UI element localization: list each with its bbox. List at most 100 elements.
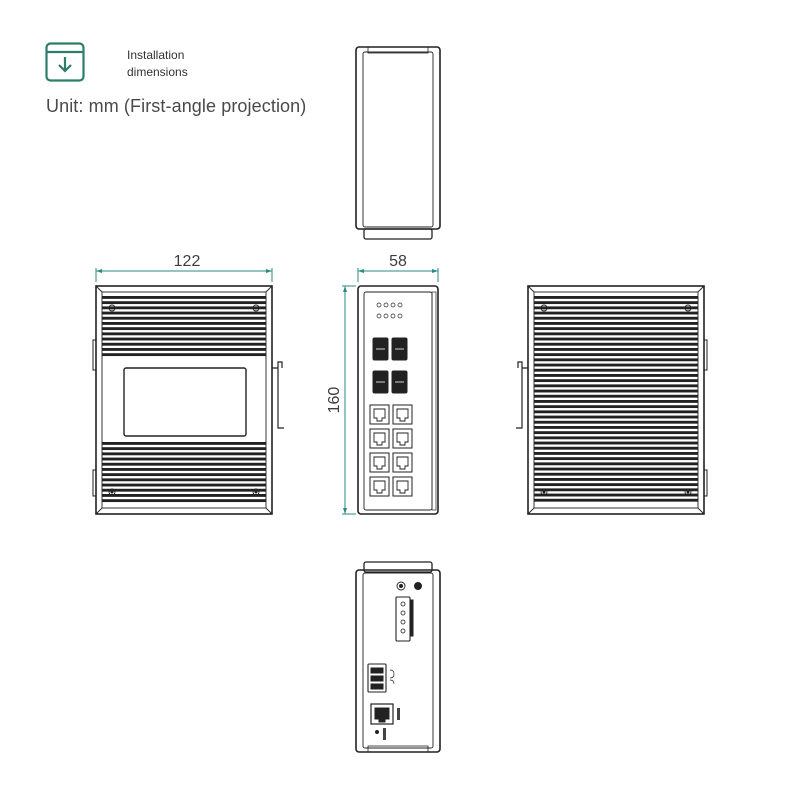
fin (534, 296, 698, 299)
fin (534, 457, 698, 461)
fin (102, 483, 266, 487)
fin (534, 436, 698, 440)
fin (102, 473, 266, 477)
fin (534, 400, 698, 403)
fin (534, 431, 698, 435)
console-port (370, 703, 400, 725)
height-value: 160 (326, 387, 343, 414)
fin (534, 301, 698, 305)
fin (102, 499, 266, 503)
fin (534, 332, 698, 336)
fin (102, 322, 266, 325)
depth-value: 58 (389, 253, 407, 270)
rj45-port (369, 404, 390, 425)
fin (534, 394, 698, 398)
sfp-port-slots (376, 348, 404, 383)
fin (102, 316, 266, 320)
fin (534, 316, 698, 320)
fin (534, 342, 698, 346)
fin (534, 368, 698, 372)
fin (534, 306, 698, 310)
fin (534, 327, 698, 331)
rj45-port (392, 452, 413, 473)
fin (102, 311, 266, 315)
fin (534, 483, 698, 487)
fin (534, 478, 698, 481)
right-side-view (516, 285, 708, 515)
fin (102, 457, 266, 461)
left-side-view (92, 285, 284, 515)
fin (102, 337, 266, 341)
page-title: Installation dimensions (127, 47, 227, 81)
din-rail-clip (272, 361, 284, 429)
fin (534, 498, 698, 502)
fin (534, 384, 698, 388)
label-area (123, 367, 247, 437)
fin (534, 493, 698, 497)
rj45-port (392, 428, 413, 449)
fin (102, 353, 266, 357)
front-view (357, 285, 439, 515)
fin (534, 426, 698, 429)
rj45-port (369, 428, 390, 449)
width-value: 122 (174, 253, 201, 270)
fin (534, 488, 698, 492)
fin (534, 472, 698, 476)
heat-sink-fins-full (534, 296, 698, 502)
fin (102, 468, 266, 471)
fin (534, 452, 698, 455)
reset-button (375, 728, 386, 740)
din-rail-clip-right (516, 361, 528, 429)
fin (534, 311, 698, 315)
fin (102, 478, 266, 482)
power-terminal-block (395, 596, 414, 642)
fin (102, 327, 266, 331)
sfp-ports (372, 337, 408, 394)
fin (102, 296, 266, 299)
fin (534, 462, 698, 466)
fin (534, 405, 698, 409)
fin (534, 441, 698, 445)
rj45-port (392, 404, 413, 425)
fin (534, 379, 698, 383)
fin (102, 447, 266, 451)
unit-caption: Unit: mm (First-angle projection) (46, 96, 307, 116)
fin (102, 348, 266, 351)
fin (534, 348, 698, 351)
fin (534, 446, 698, 450)
rj45-port (369, 452, 390, 473)
bottom-view (355, 561, 441, 753)
fin (534, 415, 698, 419)
depth-dimension: 58 (357, 253, 439, 282)
fin (534, 363, 698, 367)
rj45-port (392, 476, 413, 497)
fin (534, 322, 698, 325)
fin (534, 410, 698, 414)
download-box-icon (45, 42, 85, 82)
fin (102, 488, 266, 492)
fin (534, 337, 698, 341)
width-dimension: 122 (95, 253, 273, 282)
ground-screw-icon (396, 581, 422, 591)
fin (102, 342, 266, 346)
fin (534, 358, 698, 362)
fin (102, 301, 266, 305)
fin (102, 462, 266, 466)
fin (534, 353, 698, 357)
fin (534, 420, 698, 424)
status-leds (376, 302, 403, 319)
rj45-ports (369, 404, 413, 497)
fin (102, 332, 266, 336)
fin (534, 467, 698, 471)
height-dimension: 160 (326, 285, 356, 515)
title-line-2: dimensions (127, 65, 188, 79)
heat-sink-fins-top (102, 296, 266, 357)
top-view (355, 46, 441, 240)
relay-terminal-block (367, 663, 395, 693)
heat-sink-fins-bottom (102, 442, 266, 503)
fin (534, 389, 698, 393)
rj45-port (369, 476, 390, 497)
fin (534, 374, 698, 377)
fin (102, 452, 266, 456)
